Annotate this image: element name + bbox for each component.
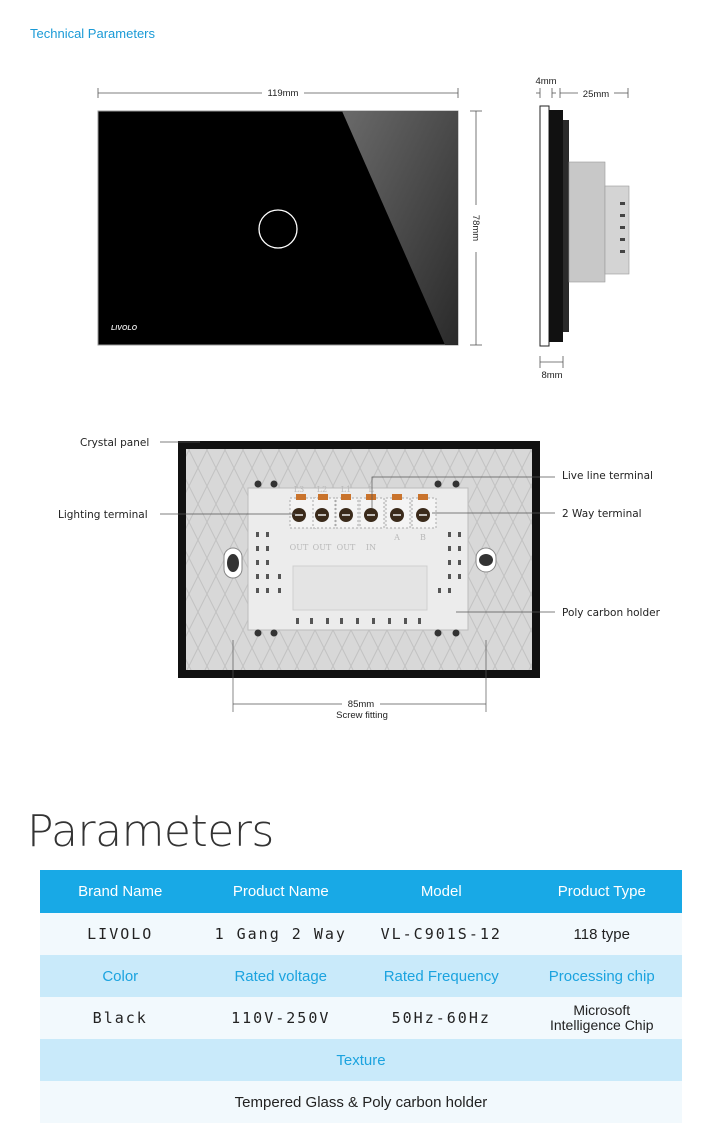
header-cell: Rated voltage (200, 955, 361, 997)
table-row: LIVOLO 1 Gang 2 Way VL-C901S-12 118 type (40, 913, 682, 955)
header-cell: Rated Frequency (361, 955, 522, 997)
terminal-top-label: L1 (341, 485, 351, 494)
table-row: Tempered Glass & Poly carbon holder (40, 1081, 682, 1123)
value-cell: VL-C901S-12 (361, 913, 522, 955)
width-dimension (97, 88, 459, 98)
height-label: 78mm (470, 215, 481, 241)
width-label: 119mm (268, 88, 299, 99)
touch-button-icon[interactable] (258, 209, 298, 249)
terminal-top-label: L2 (317, 485, 327, 494)
terminal-bottom-label: A (393, 533, 400, 542)
chip-line: Microsoft (573, 1002, 631, 1018)
callout-live-line-terminal: Live line terminal (562, 470, 653, 482)
header-cell: Processing chip (521, 955, 682, 997)
chip-line: Intelligence Chip (549, 1017, 654, 1033)
side-view (539, 105, 630, 347)
height-dimension (470, 110, 482, 346)
header-cell: Color (40, 955, 201, 997)
depth-label: 25mm (583, 89, 609, 100)
texture-header: Texture (40, 1039, 682, 1081)
terminal-top-label: L3 (294, 485, 304, 494)
table-row: Brand Name Product Name Model Product Ty… (40, 870, 682, 913)
terminal-bottom-label: OUT (290, 543, 309, 552)
value-cell: LIVOLO (40, 913, 201, 955)
value-cell: 110V-250V (200, 997, 361, 1039)
glass-thickness-label: 4mm (535, 76, 556, 87)
texture-value: Tempered Glass & Poly carbon holder (40, 1081, 682, 1123)
screw-fitting-caption: Screw fitting (336, 710, 388, 720)
value-cell: 1 Gang 2 Way (200, 913, 361, 955)
header-cell: Product Type (521, 870, 682, 913)
table-row: Color Rated voltage Rated Frequency Proc… (40, 955, 682, 997)
base-thickness-label: 8mm (541, 370, 562, 381)
terminal-bottom-label: B (420, 533, 426, 542)
glass-reflection (342, 111, 458, 345)
vent-slots (256, 532, 461, 624)
terminal-bottom-label: IN (366, 543, 376, 552)
screw-distance-label: 85mm (348, 699, 374, 710)
terminal-block (289, 494, 437, 529)
brand-logo: LIVOLO (111, 325, 138, 332)
terminal-bottom-label: OUT (313, 543, 332, 552)
callout-two-way-terminal: 2 Way terminal (562, 508, 642, 520)
callout-lines (160, 441, 555, 712)
callout-lighting-terminal: Lighting terminal (58, 509, 148, 521)
terminal-bottom-label: OUT (337, 543, 356, 552)
terminal-top-label: L (368, 485, 374, 494)
table-row: Texture (40, 1039, 682, 1081)
header-cell: Model (361, 870, 522, 913)
section-title: Technical Parameters (30, 26, 155, 41)
header-cell: Product Name (200, 870, 361, 913)
value-cell: Black (40, 997, 201, 1039)
table-row: Black 110V-250V 50Hz-60Hz Microsoft Inte… (40, 997, 682, 1039)
header-cell: Brand Name (40, 870, 201, 913)
dimension-drawing: 119mm 78mm LIVOLO 4mm 25mm 8mm (97, 76, 630, 381)
value-cell: 50Hz-60Hz (361, 997, 522, 1039)
parameters-title: Parameters (27, 806, 274, 857)
parameters-table: Brand Name Product Name Model Product Ty… (40, 870, 682, 1123)
callout-crystal-panel: Crystal panel (80, 437, 149, 449)
side-dimensions (536, 88, 629, 368)
back-view-drawing: L3 L2 L1 L OUT OUT OUT IN A B Crystal pa… (58, 437, 661, 720)
callout-poly-carbon-holder: Poly carbon holder (562, 607, 661, 619)
value-cell: 118 type (521, 913, 682, 955)
value-cell: Microsoft Intelligence Chip (521, 997, 682, 1039)
